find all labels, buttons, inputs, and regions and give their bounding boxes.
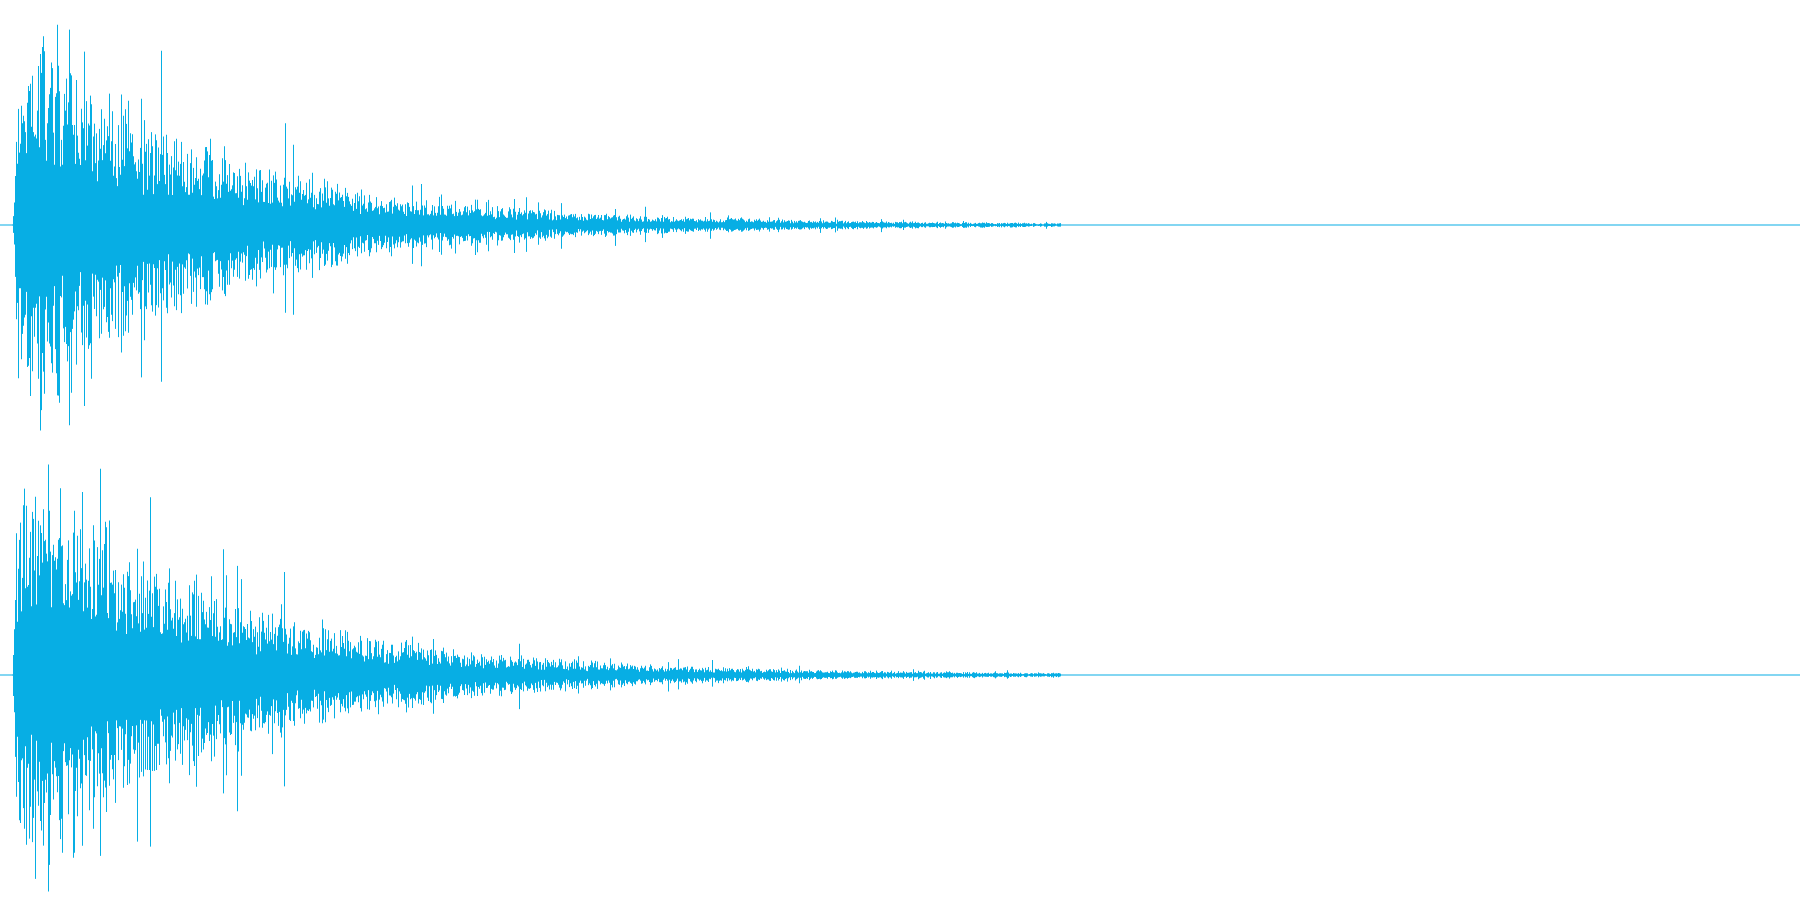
waveform-signal bbox=[12, 464, 1061, 892]
waveform-channel-1 bbox=[0, 24, 1800, 431]
waveform-channel-2 bbox=[0, 464, 1800, 892]
waveform-signal bbox=[12, 24, 1061, 431]
